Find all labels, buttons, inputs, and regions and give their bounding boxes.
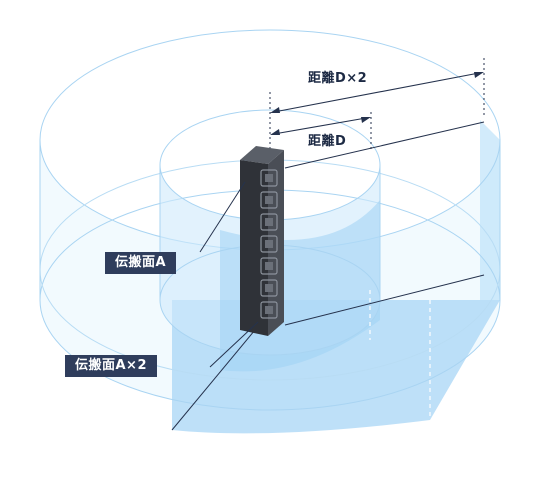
- dim-line-2d: [273, 72, 480, 113]
- dim-arrow-2d-right: [474, 72, 484, 78]
- plane-2a-tag: 伝搬面A×2: [65, 355, 157, 377]
- leader-plane-a: [199, 181, 246, 253]
- leader-plane-2a: [209, 321, 259, 368]
- rack-tower: [240, 146, 284, 336]
- distance-2d-label: 距離D×2: [308, 71, 368, 86]
- dim-arrow-d-right: [361, 117, 371, 123]
- dim-ray-floor: [171, 329, 256, 431]
- dim-ray-bottom: [284, 274, 485, 326]
- dim-arrow-2d-left: [270, 107, 280, 113]
- dim-line-d: [273, 117, 367, 135]
- outer-right-fill: [480, 120, 500, 300]
- dim-ray-top: [284, 121, 485, 169]
- dim-arrow-d-left: [270, 129, 280, 135]
- plane-a-tag: 伝搬面A: [105, 252, 177, 274]
- distance-d-label: 距離D: [308, 134, 347, 149]
